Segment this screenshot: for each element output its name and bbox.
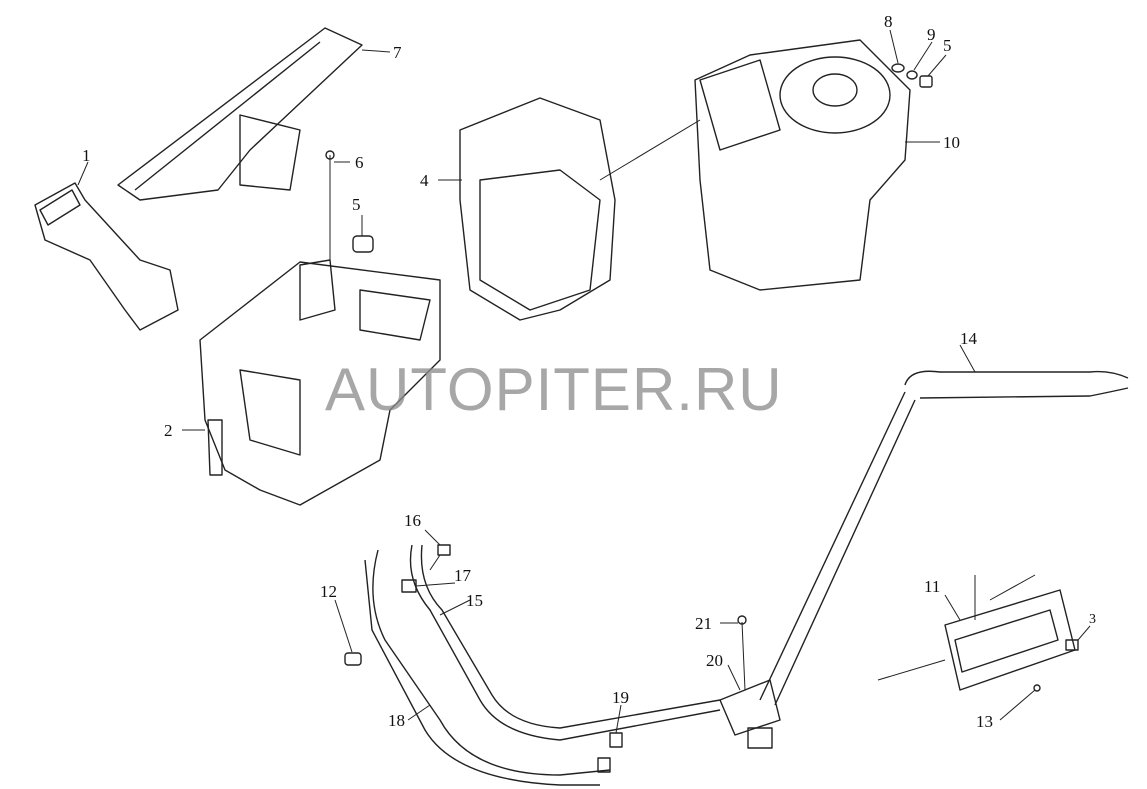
part-1-air-duct <box>34 161 179 331</box>
part-15-hose <box>409 544 721 741</box>
part-4-evaporator-case <box>438 97 616 321</box>
callout-10: 10 <box>943 133 960 152</box>
part-8-washer <box>889 29 905 73</box>
part-16-bolt <box>424 529 451 571</box>
part-11-control-panel <box>877 574 1076 691</box>
callout-19: 19 <box>612 688 629 707</box>
callout-16: 16 <box>404 511 421 530</box>
part-17-clamp <box>401 579 456 593</box>
part-12-nut <box>334 599 362 666</box>
part-7-defroster-duct <box>117 27 391 201</box>
callout-4: 4 <box>420 171 429 190</box>
callout-20: 20 <box>706 651 723 670</box>
callout-13: 13 <box>976 712 993 731</box>
callout-1: 1 <box>82 146 91 165</box>
callout-2: 2 <box>164 421 173 440</box>
callout-14: 14 <box>960 329 977 348</box>
watermark: AUTOPITER.RU <box>325 356 783 423</box>
callout-7: 7 <box>393 43 402 62</box>
part-20-water-valve <box>719 664 781 749</box>
part-14-heater-hose <box>759 344 1129 706</box>
part-6-screw <box>325 150 350 260</box>
callout-9: 9 <box>927 25 936 44</box>
callout-17: 17 <box>454 566 471 585</box>
callout-15: 15 <box>466 591 483 610</box>
callout-11: 11 <box>924 577 941 596</box>
callout-18: 18 <box>388 711 405 730</box>
part-18-hose <box>364 549 611 786</box>
part-19-clamp <box>597 704 623 773</box>
part-5-nut-b <box>919 54 947 88</box>
part-21-screw <box>720 615 747 691</box>
callout-6: 6 <box>355 153 364 172</box>
callout-5-b: 5 <box>943 36 952 55</box>
part-5-nut <box>352 215 374 253</box>
part-9-washer <box>906 41 933 80</box>
callout-8: 8 <box>884 12 893 31</box>
part-10-blower-assembly <box>599 39 940 291</box>
callout-12: 12 <box>320 582 337 601</box>
part-3-clip <box>1065 625 1091 651</box>
callout-5: 5 <box>352 195 361 214</box>
callout-3: 3 <box>1089 612 1096 627</box>
callout-21: 21 <box>695 614 712 633</box>
part-2-heater-unit <box>182 259 441 506</box>
part-13-screw <box>999 684 1041 721</box>
